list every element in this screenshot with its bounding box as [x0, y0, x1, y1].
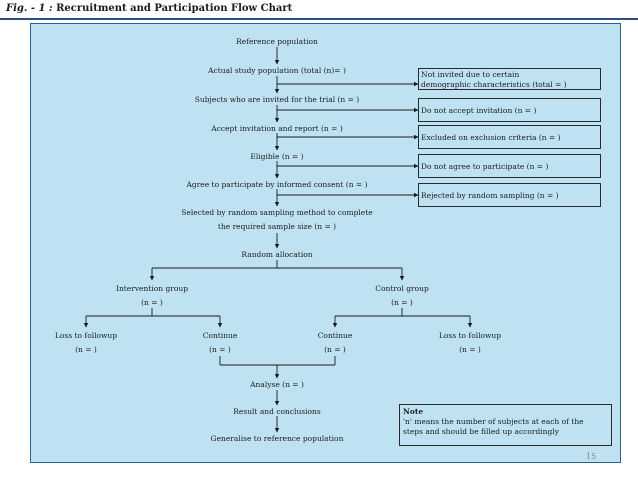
box-not-invited-line-1: Not invited due to certain — [421, 70, 520, 79]
node-continue-right: Continue — [317, 331, 353, 340]
node-reference-population: Reference population — [236, 37, 318, 46]
note-title: Note — [403, 407, 424, 416]
node-intervention-group: Intervention group — [115, 284, 189, 293]
box-excluded-text: Excluded on exclusion criteria (n = ) — [421, 133, 561, 142]
node-result-conclusions: Result and conclusions — [233, 407, 321, 416]
box-excluded: Excluded on exclusion criteria (n = ) — [418, 125, 601, 149]
box-rejected-text: Rejected by random sampling (n = ) — [421, 191, 559, 200]
title-rule — [0, 18, 638, 20]
box-not-accept-text: Do not accept invitation (n = ) — [421, 106, 537, 115]
node-continue-left-n: (n = ) — [209, 345, 231, 354]
node-actual-study-population: Actual study population (total (n)= ) — [208, 66, 346, 75]
box-not-agree: Do not agree to participate (n = ) — [418, 154, 601, 178]
node-invited-subjects: Subjects who are invited for the trial (… — [194, 95, 360, 104]
box-not-invited-line-2: demographic characteristics (total = ) — [421, 79, 567, 89]
node-random-allocation: Random allocation — [241, 250, 313, 259]
node-continue-left: Continue — [202, 331, 238, 340]
box-not-invited: Not invited due to certain demographic c… — [418, 68, 601, 90]
node-loss-to-followup-right: Loss to followup — [438, 331, 502, 340]
note-line-1: 'n' means the number of subjects at each… — [403, 417, 584, 426]
box-rejected: Rejected by random sampling (n = ) — [418, 183, 601, 207]
node-control-group: Control group — [375, 284, 429, 293]
node-selected-line-1: Selected by random sampling method to co… — [181, 208, 373, 217]
figure-label: Fig. - 1 : — [6, 3, 53, 14]
box-not-agree-text: Do not agree to participate (n = ) — [421, 162, 549, 171]
node-agree-consent: Agree to participate by informed consent… — [186, 180, 368, 189]
node-eligible: Eligible (n = ) — [250, 152, 304, 161]
node-analyse: Analyse (n = ) — [250, 380, 304, 389]
node-continue-right-n: (n = ) — [324, 345, 346, 354]
node-accept-invitation: Accept invitation and report (n = ) — [211, 124, 343, 133]
node-generalise: Generalise to reference population — [210, 434, 344, 443]
flow-chart-panel — [30, 23, 621, 463]
figure-title: Fig. - 1 : Recruitment and Participation… — [6, 3, 292, 14]
note-line-2: steps and should be filled up accordingl… — [403, 427, 559, 436]
box-not-accept: Do not accept invitation (n = ) — [418, 98, 601, 122]
node-loss-left-n: (n = ) — [75, 345, 97, 354]
node-selected-line-2: the required sample size (n = ) — [217, 222, 337, 231]
node-loss-to-followup-left: Loss to followup — [54, 331, 118, 340]
node-loss-right-n: (n = ) — [459, 345, 481, 354]
page-number: 15 — [586, 452, 597, 461]
note-box: Note 'n' means the number of subjects at… — [399, 404, 612, 446]
node-control-n: (n = ) — [391, 298, 413, 307]
node-intervention-n: (n = ) — [141, 298, 163, 307]
figure-title-text: Recruitment and Participation Flow Chart — [56, 3, 293, 14]
